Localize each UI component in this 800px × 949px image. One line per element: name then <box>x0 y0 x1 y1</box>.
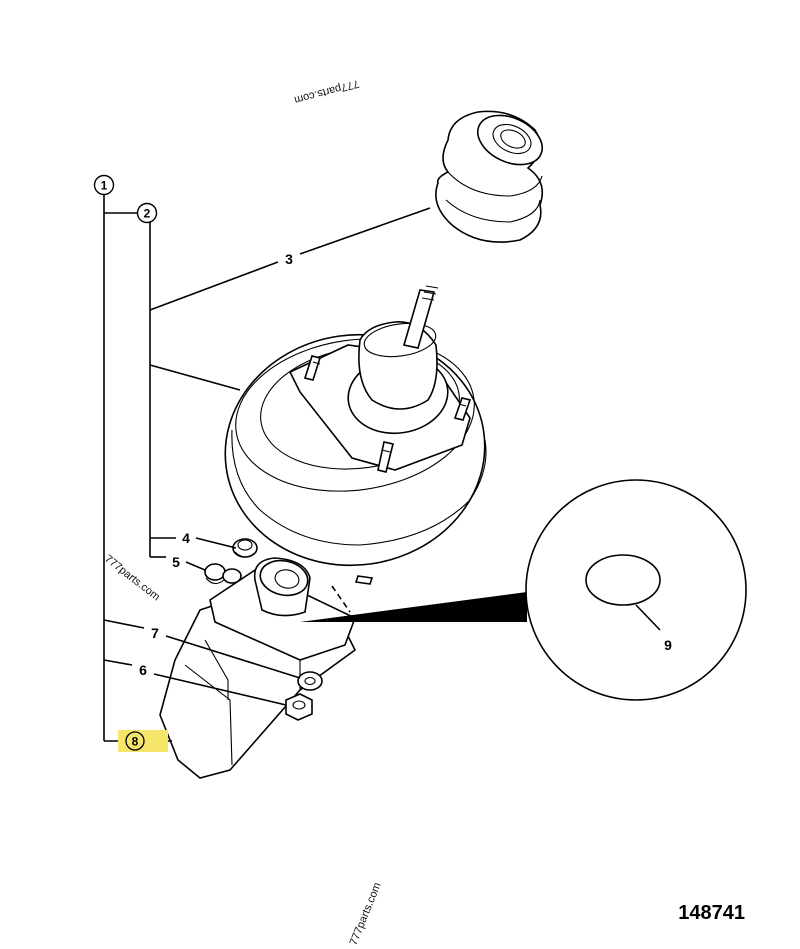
master-cylinder-part <box>159 557 374 779</box>
callout-5: 5 <box>172 554 180 570</box>
watermark-left: 777parts.com <box>102 553 162 603</box>
detail-zoom <box>300 479 747 701</box>
leader-lines <box>103 194 431 742</box>
nut-part <box>285 693 313 721</box>
grommet-part <box>232 538 258 558</box>
svg-text:2: 2 <box>144 207 151 221</box>
rubber-boot-part <box>435 110 544 243</box>
svg-text:1: 1 <box>101 179 108 193</box>
callout-9: 9 <box>664 637 672 653</box>
callout-4: 4 <box>182 530 190 546</box>
watermark-bottom: 777parts.com <box>348 881 384 947</box>
watermark-top: 777parts.com <box>293 77 360 106</box>
seal-part <box>204 563 242 585</box>
callout-1: 1 <box>93 174 115 196</box>
brake-servo-part <box>224 285 487 567</box>
callout-8: 8 <box>118 730 168 752</box>
callout-7: 7 <box>151 625 159 641</box>
callout-6: 6 <box>139 662 147 678</box>
diagram-part-number: 148741 <box>678 902 745 924</box>
callout-2: 2 <box>136 202 158 224</box>
callout-3: 3 <box>285 251 293 267</box>
washer-part <box>297 671 323 691</box>
svg-text:8: 8 <box>132 735 139 749</box>
